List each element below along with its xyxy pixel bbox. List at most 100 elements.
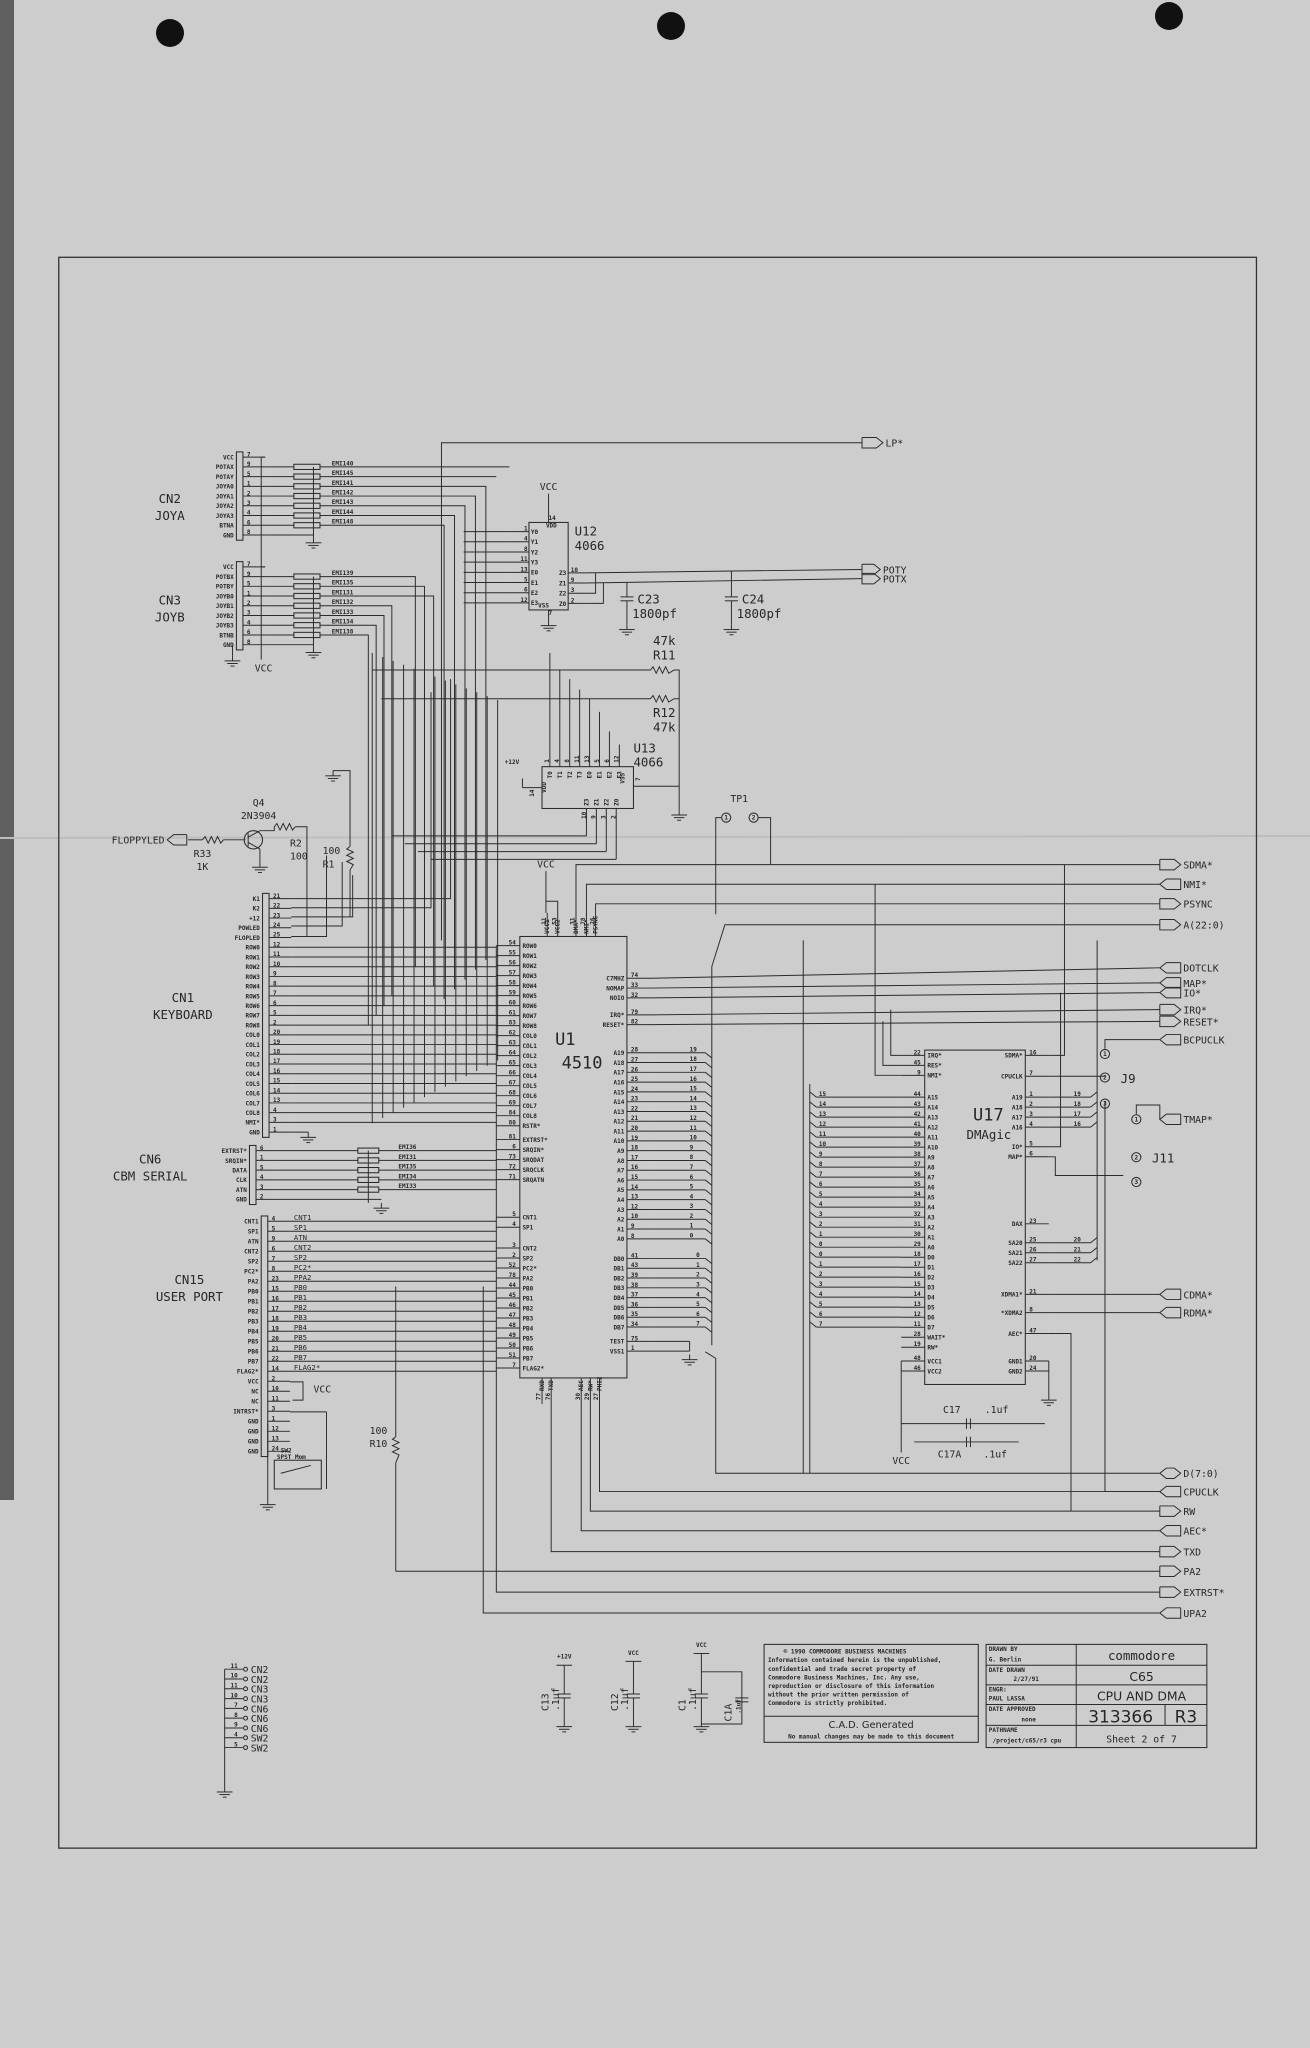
r10-value: 100	[370, 1426, 388, 1437]
u1-pin-a3: A3	[617, 1207, 625, 1214]
u1-pin-a5: A5	[617, 1187, 625, 1194]
u1-pin-a12: A12	[613, 1119, 624, 1126]
u1-pin-number: 3	[512, 1242, 516, 1249]
u1-pin-a18: A18	[613, 1060, 624, 1067]
r12-value: 47k	[653, 719, 676, 734]
bus-entry-number: 2	[690, 1213, 694, 1220]
u17-pin-a10: A10	[927, 1144, 938, 1151]
u17-pin-number: 13	[914, 1301, 922, 1308]
cn1-title: KEYBOARD	[153, 1007, 213, 1022]
bus-entry-number: 1	[690, 1223, 694, 1230]
signal-aec-label: AEC*	[1183, 1527, 1207, 1538]
cn6-connector-body	[248, 1144, 257, 1206]
u1-pin-number: 39	[631, 1272, 639, 1279]
cn15-pin-number: 3	[272, 1406, 276, 1413]
cn1-pin-label-col5: COL5	[245, 1081, 260, 1088]
u1-pin-number: 11	[541, 917, 548, 925]
u1-pin-number: 34	[631, 1321, 639, 1328]
c23-value: 1800pf	[632, 606, 677, 621]
u12-pin-number: 4	[524, 536, 528, 543]
u17-pin-number: 42	[914, 1111, 922, 1118]
bus-entry	[809, 1141, 817, 1148]
signal-d-7-0-label: D(7:0)	[1183, 1469, 1218, 1480]
vcc-label: VCC	[255, 663, 273, 674]
emi-filter-label: EMI133	[332, 609, 354, 616]
signal-reset-label: RESET*	[1183, 1017, 1218, 1028]
bus-entry-number: 4	[690, 1193, 694, 1200]
cn3-title: JOYB	[155, 610, 185, 625]
bus-entry-number: 20	[1074, 1236, 1082, 1243]
bus-entry	[704, 1258, 713, 1265]
u1-pin-dma: DMA*	[573, 919, 580, 934]
bus-entry	[704, 1307, 713, 1314]
u1-pin-number: 32	[631, 992, 639, 999]
cn3-pin-label-potby: POTBY	[216, 584, 234, 591]
test-point	[243, 1676, 249, 1682]
clock-map-net	[650, 992, 1160, 999]
cn1-pin-number: 4	[273, 1107, 277, 1114]
bus-entry	[704, 1091, 713, 1098]
cn3-pin-label-btnb: BTNB	[219, 632, 234, 639]
c1-supply: VCC	[696, 1642, 707, 1649]
u12-ref: U12	[575, 524, 597, 539]
tp-net	[715, 817, 721, 915]
reset-switch[interactable]	[273, 1459, 322, 1490]
u1-pin-db4: DB4	[613, 1295, 624, 1302]
u1-pin-number: 15	[631, 1174, 639, 1181]
u1-pin-pb7: PB7	[522, 1355, 533, 1362]
bus-entry	[704, 1209, 713, 1216]
u12-pin-number: 2	[571, 597, 575, 604]
u1-pin-number: 38	[631, 1282, 639, 1289]
cn1-pin-number: 20	[273, 1029, 281, 1036]
u1-pin-db0: DB0	[613, 1256, 624, 1263]
bus-entry-number: 6	[819, 1311, 823, 1318]
u1-pin-col8: COL8	[522, 1113, 537, 1120]
r33-resistor	[202, 835, 224, 845]
test-point	[243, 1745, 249, 1751]
reset-net	[650, 1020, 1160, 1026]
u17-pin-number: 7	[1029, 1070, 1033, 1077]
u1-pin-number: 82	[631, 1019, 639, 1026]
u1-pin-number: 27	[593, 1393, 600, 1401]
u17-pin-number: 40	[914, 1131, 922, 1138]
sheet-title: CPU AND DMA	[1097, 1689, 1187, 1704]
bus-entry	[704, 1179, 713, 1186]
cn1-pin-label-row1: ROW1	[245, 954, 260, 961]
bus-entry-number: 10	[819, 1141, 827, 1148]
u1-pin-number: 27	[631, 1056, 639, 1063]
cn15-pin-label-nc: NC	[251, 1389, 259, 1396]
cn1-pin-number: 15	[273, 1078, 281, 1085]
cn3-pin-number: 3	[247, 610, 251, 617]
cn1-pin-label-row3: ROW3	[245, 974, 260, 981]
bus-entry	[809, 1091, 817, 1098]
sw2-ref: SW2	[281, 1447, 292, 1454]
tp1-label: TP1	[730, 794, 748, 805]
cn1-pin-number: 18	[273, 1049, 281, 1056]
sdma-net	[575, 864, 1160, 913]
u17-pin-number: 39	[914, 1141, 922, 1148]
user-port-net-label: CNT1	[294, 1213, 312, 1222]
cn2-pin-label-gnd: GND	[223, 532, 234, 539]
signal-dotclk-label: DOTCLK	[1183, 964, 1218, 975]
bus-entry	[1090, 1257, 1098, 1264]
u1-pin-db7: DB7	[613, 1324, 624, 1331]
bus-entry-number: 15	[690, 1086, 698, 1093]
u1-pin-cnt2: CNT2	[522, 1245, 537, 1252]
u1-pin-number: 10	[631, 1213, 639, 1220]
ground-tie-pin: 11	[230, 1663, 238, 1670]
u1-pin-pb1: PB1	[522, 1295, 533, 1302]
tp1-pin[interactable]	[721, 812, 732, 823]
ground-tie-pin: 11	[230, 1682, 238, 1689]
u17-pin-number: 30	[914, 1231, 922, 1238]
user-port-net-label: PPA2	[294, 1273, 312, 1282]
cn1-pin-number: 24	[273, 922, 281, 929]
u1-pin-number: 58	[509, 980, 517, 987]
cn1-pin-label-col6: COL6	[245, 1091, 260, 1098]
bus-entry	[704, 1052, 713, 1059]
cn15-pin-number: 7	[272, 1255, 276, 1262]
test-point	[243, 1696, 249, 1702]
bus-entry-number: 7	[819, 1321, 823, 1328]
cn15-pin-number: 1	[272, 1416, 276, 1423]
cn15-pin-number: 12	[272, 1426, 280, 1433]
u17-pin-a6: A6	[927, 1185, 935, 1192]
